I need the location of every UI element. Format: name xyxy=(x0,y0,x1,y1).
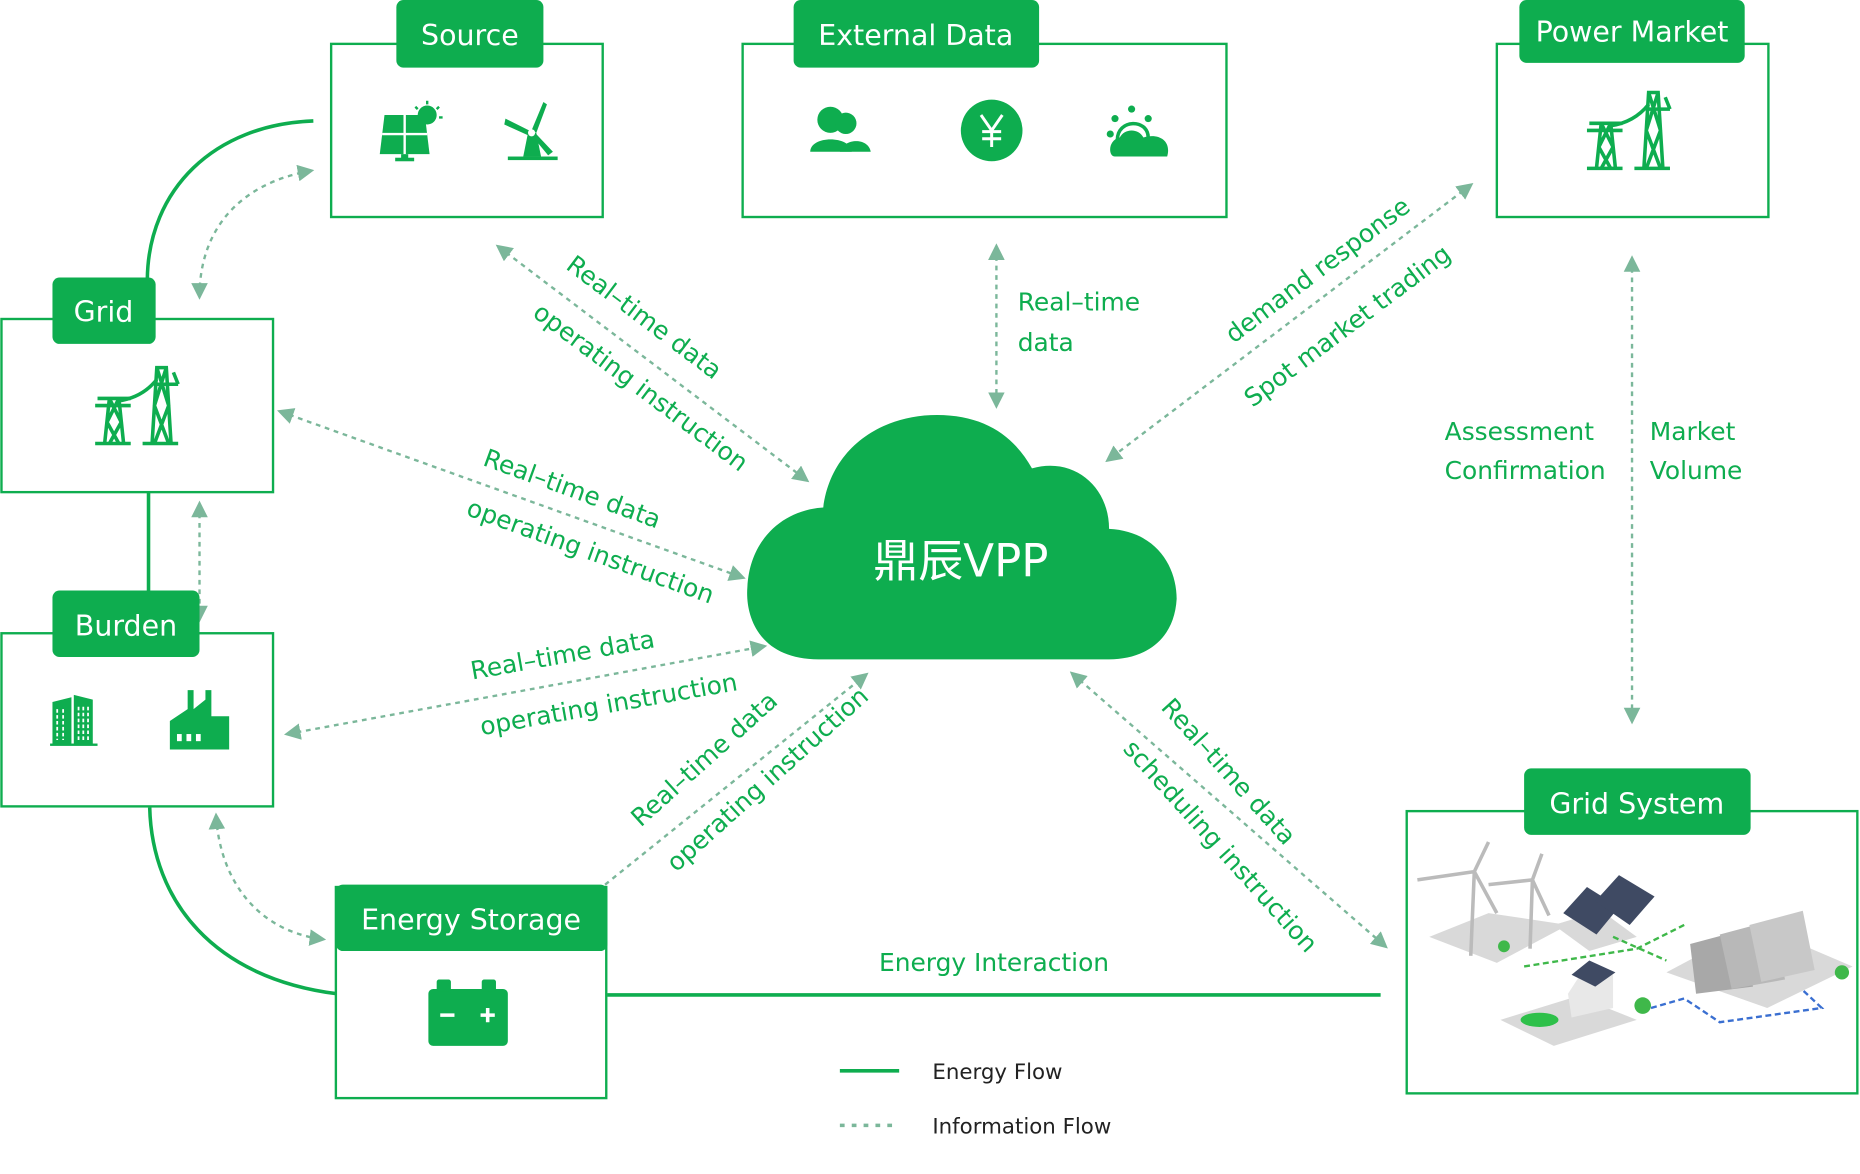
label-energy-interaction: Energy Interaction xyxy=(879,948,1109,977)
yen-coin-icon xyxy=(960,99,1023,162)
info-line-burden-storage xyxy=(208,812,327,946)
energy-line-source-grid xyxy=(145,119,314,279)
legend-item-information-flow: Information Flow xyxy=(839,1115,1111,1140)
battery-icon xyxy=(428,979,508,1046)
power-tower-icon xyxy=(1586,90,1672,171)
node-power-market-title: Power Market xyxy=(1536,16,1729,49)
grid-system-illustration xyxy=(1417,841,1853,1046)
svg-text:Real–time: Real–time xyxy=(1018,288,1140,317)
node-grid[interactable]: Grid xyxy=(0,277,275,494)
label-market-gridsystem: Assessment Confirmation Market Volume xyxy=(1445,417,1743,485)
svg-text:demand response: demand response xyxy=(1220,191,1416,348)
info-line-market-vpp xyxy=(1105,182,1474,463)
svg-text:Assessment: Assessment xyxy=(1445,417,1595,446)
svg-text:operating instruction: operating instruction xyxy=(478,667,740,741)
label-market-vpp: demand response Spot market trading xyxy=(1220,191,1456,412)
info-line-vpp-gridsystem xyxy=(1069,671,1388,949)
info-line-source-grid xyxy=(191,164,315,300)
svg-text:data: data xyxy=(1018,328,1074,357)
wind-turbine-icon xyxy=(504,101,558,161)
label-storage-vpp: Real–time data operating instruction xyxy=(625,681,874,877)
energy-line-burden-storage xyxy=(147,807,338,996)
svg-text:Market: Market xyxy=(1650,417,1736,446)
label-external-vpp: Real–time data xyxy=(1018,288,1140,357)
factory-icon xyxy=(169,690,230,750)
svg-text:Confirmation: Confirmation xyxy=(1445,456,1606,485)
info-line-storage-vpp xyxy=(604,672,869,886)
label-burden-vpp: Real–time data operating instruction xyxy=(468,624,739,741)
vpp-cloud[interactable]: 鼎辰VPP xyxy=(747,415,1177,660)
node-grid-title: Grid xyxy=(74,295,134,328)
node-grid-system[interactable]: Grid System xyxy=(1405,768,1859,1095)
svg-text:Real–time data: Real–time data xyxy=(468,624,657,685)
info-line-grid-vpp xyxy=(277,408,746,581)
svg-text:Energy Flow: Energy Flow xyxy=(932,1060,1062,1085)
node-source-title: Source xyxy=(421,19,519,52)
node-grid-system-title: Grid System xyxy=(1549,787,1724,820)
legend-item-energy-flow: Energy Flow xyxy=(839,1060,1063,1085)
sun-cloud-icon xyxy=(1106,105,1169,157)
node-external-data-title: External Data xyxy=(818,19,1013,52)
node-burden-title: Burden xyxy=(75,610,177,643)
node-energy-storage-title: Energy Storage xyxy=(361,904,581,937)
svg-text:Real–time data: Real–time data xyxy=(561,250,727,385)
node-power-market[interactable]: Power Market xyxy=(1495,0,1770,219)
label-grid-vpp: Real–time data operating instruction xyxy=(463,443,718,609)
legend: Energy Flow Information Flow xyxy=(839,1060,1111,1140)
office-building-icon xyxy=(50,694,98,746)
svg-text:Volume: Volume xyxy=(1650,456,1743,485)
info-line-source-vpp xyxy=(495,244,810,483)
svg-text:Information Flow: Information Flow xyxy=(932,1115,1111,1140)
label-vpp-gridsystem: Real–time data scheduling instruction xyxy=(1118,693,1324,959)
svg-text:Real–time data: Real–time data xyxy=(1156,693,1302,851)
node-source[interactable]: Source xyxy=(329,0,604,219)
power-tower-icon xyxy=(95,365,180,446)
vpp-cloud-label: 鼎辰VPP xyxy=(873,534,1048,587)
node-external-data[interactable]: External Data xyxy=(741,0,1228,219)
label-source-vpp: Real–time data operating instruction xyxy=(528,250,754,478)
solar-panel-icon xyxy=(379,100,443,162)
node-energy-storage[interactable]: Energy Storage xyxy=(334,884,608,1100)
node-burden[interactable]: Burden xyxy=(0,590,275,808)
users-icon xyxy=(810,106,871,152)
